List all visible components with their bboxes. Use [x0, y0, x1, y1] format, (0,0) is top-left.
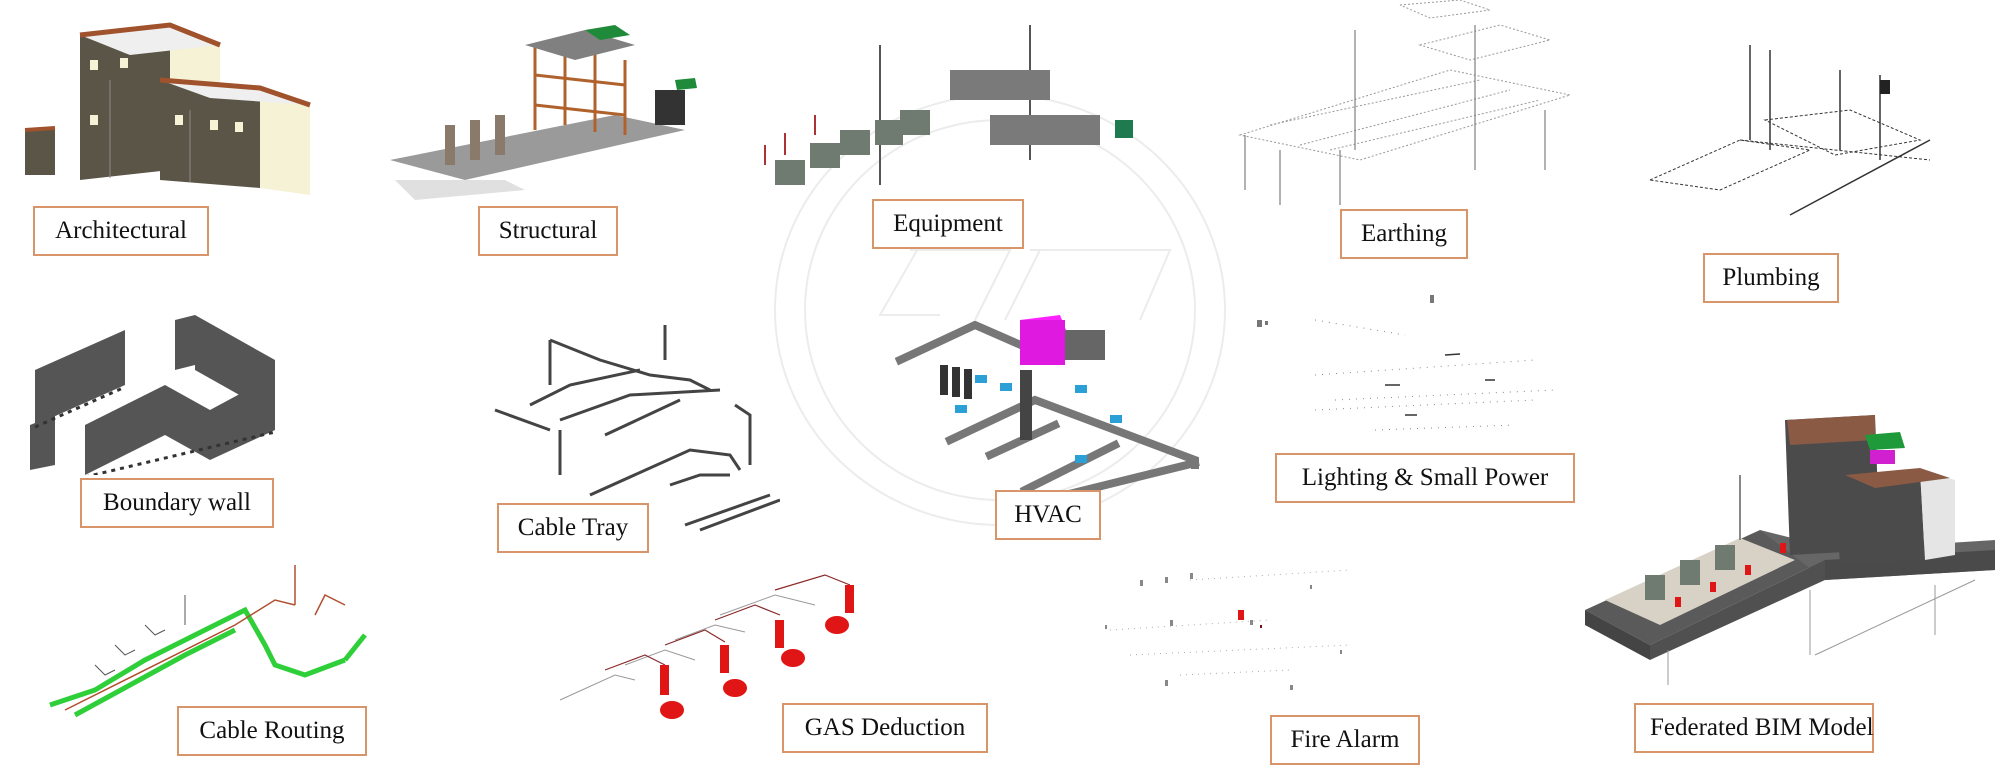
- panel-label: Architectural: [33, 206, 209, 256]
- earthing-model-image: [1238, 0, 1572, 205]
- panel-label: Federated BIM Model: [1634, 703, 1874, 753]
- panel-label: Plumbing: [1703, 253, 1839, 303]
- architectural-model-image: [24, 22, 311, 195]
- hvac-model-image: [895, 315, 1200, 495]
- structural-model-image: [390, 25, 697, 200]
- panel-label: GAS Deduction: [782, 703, 988, 753]
- cable-routing-model-image: [49, 565, 367, 718]
- fire-alarm-model-image: [1105, 569, 1351, 690]
- cable-tray-model-image: [494, 325, 780, 532]
- panel-label: Fire Alarm: [1270, 715, 1420, 765]
- panel-label: Earthing: [1340, 209, 1468, 259]
- panel-label: Structural: [478, 206, 618, 256]
- panel-label: Cable Tray: [497, 503, 649, 553]
- panel-label: Boundary wall: [80, 478, 274, 528]
- federated-bim-model-image: [1585, 415, 1995, 685]
- lighting-small-power-model-image: [1257, 295, 1556, 431]
- panel-label: Equipment: [872, 199, 1024, 249]
- panel-label: HVAC: [995, 490, 1101, 540]
- equipment-model-image: [764, 25, 1133, 185]
- gas-deduction-model-image: [559, 574, 854, 719]
- panel-label: Cable Routing: [177, 706, 367, 756]
- panel-label: Lighting & Small Power: [1275, 453, 1575, 503]
- plumbing-model-image: [1648, 45, 1931, 216]
- boundary-wall-model-image: [30, 315, 276, 475]
